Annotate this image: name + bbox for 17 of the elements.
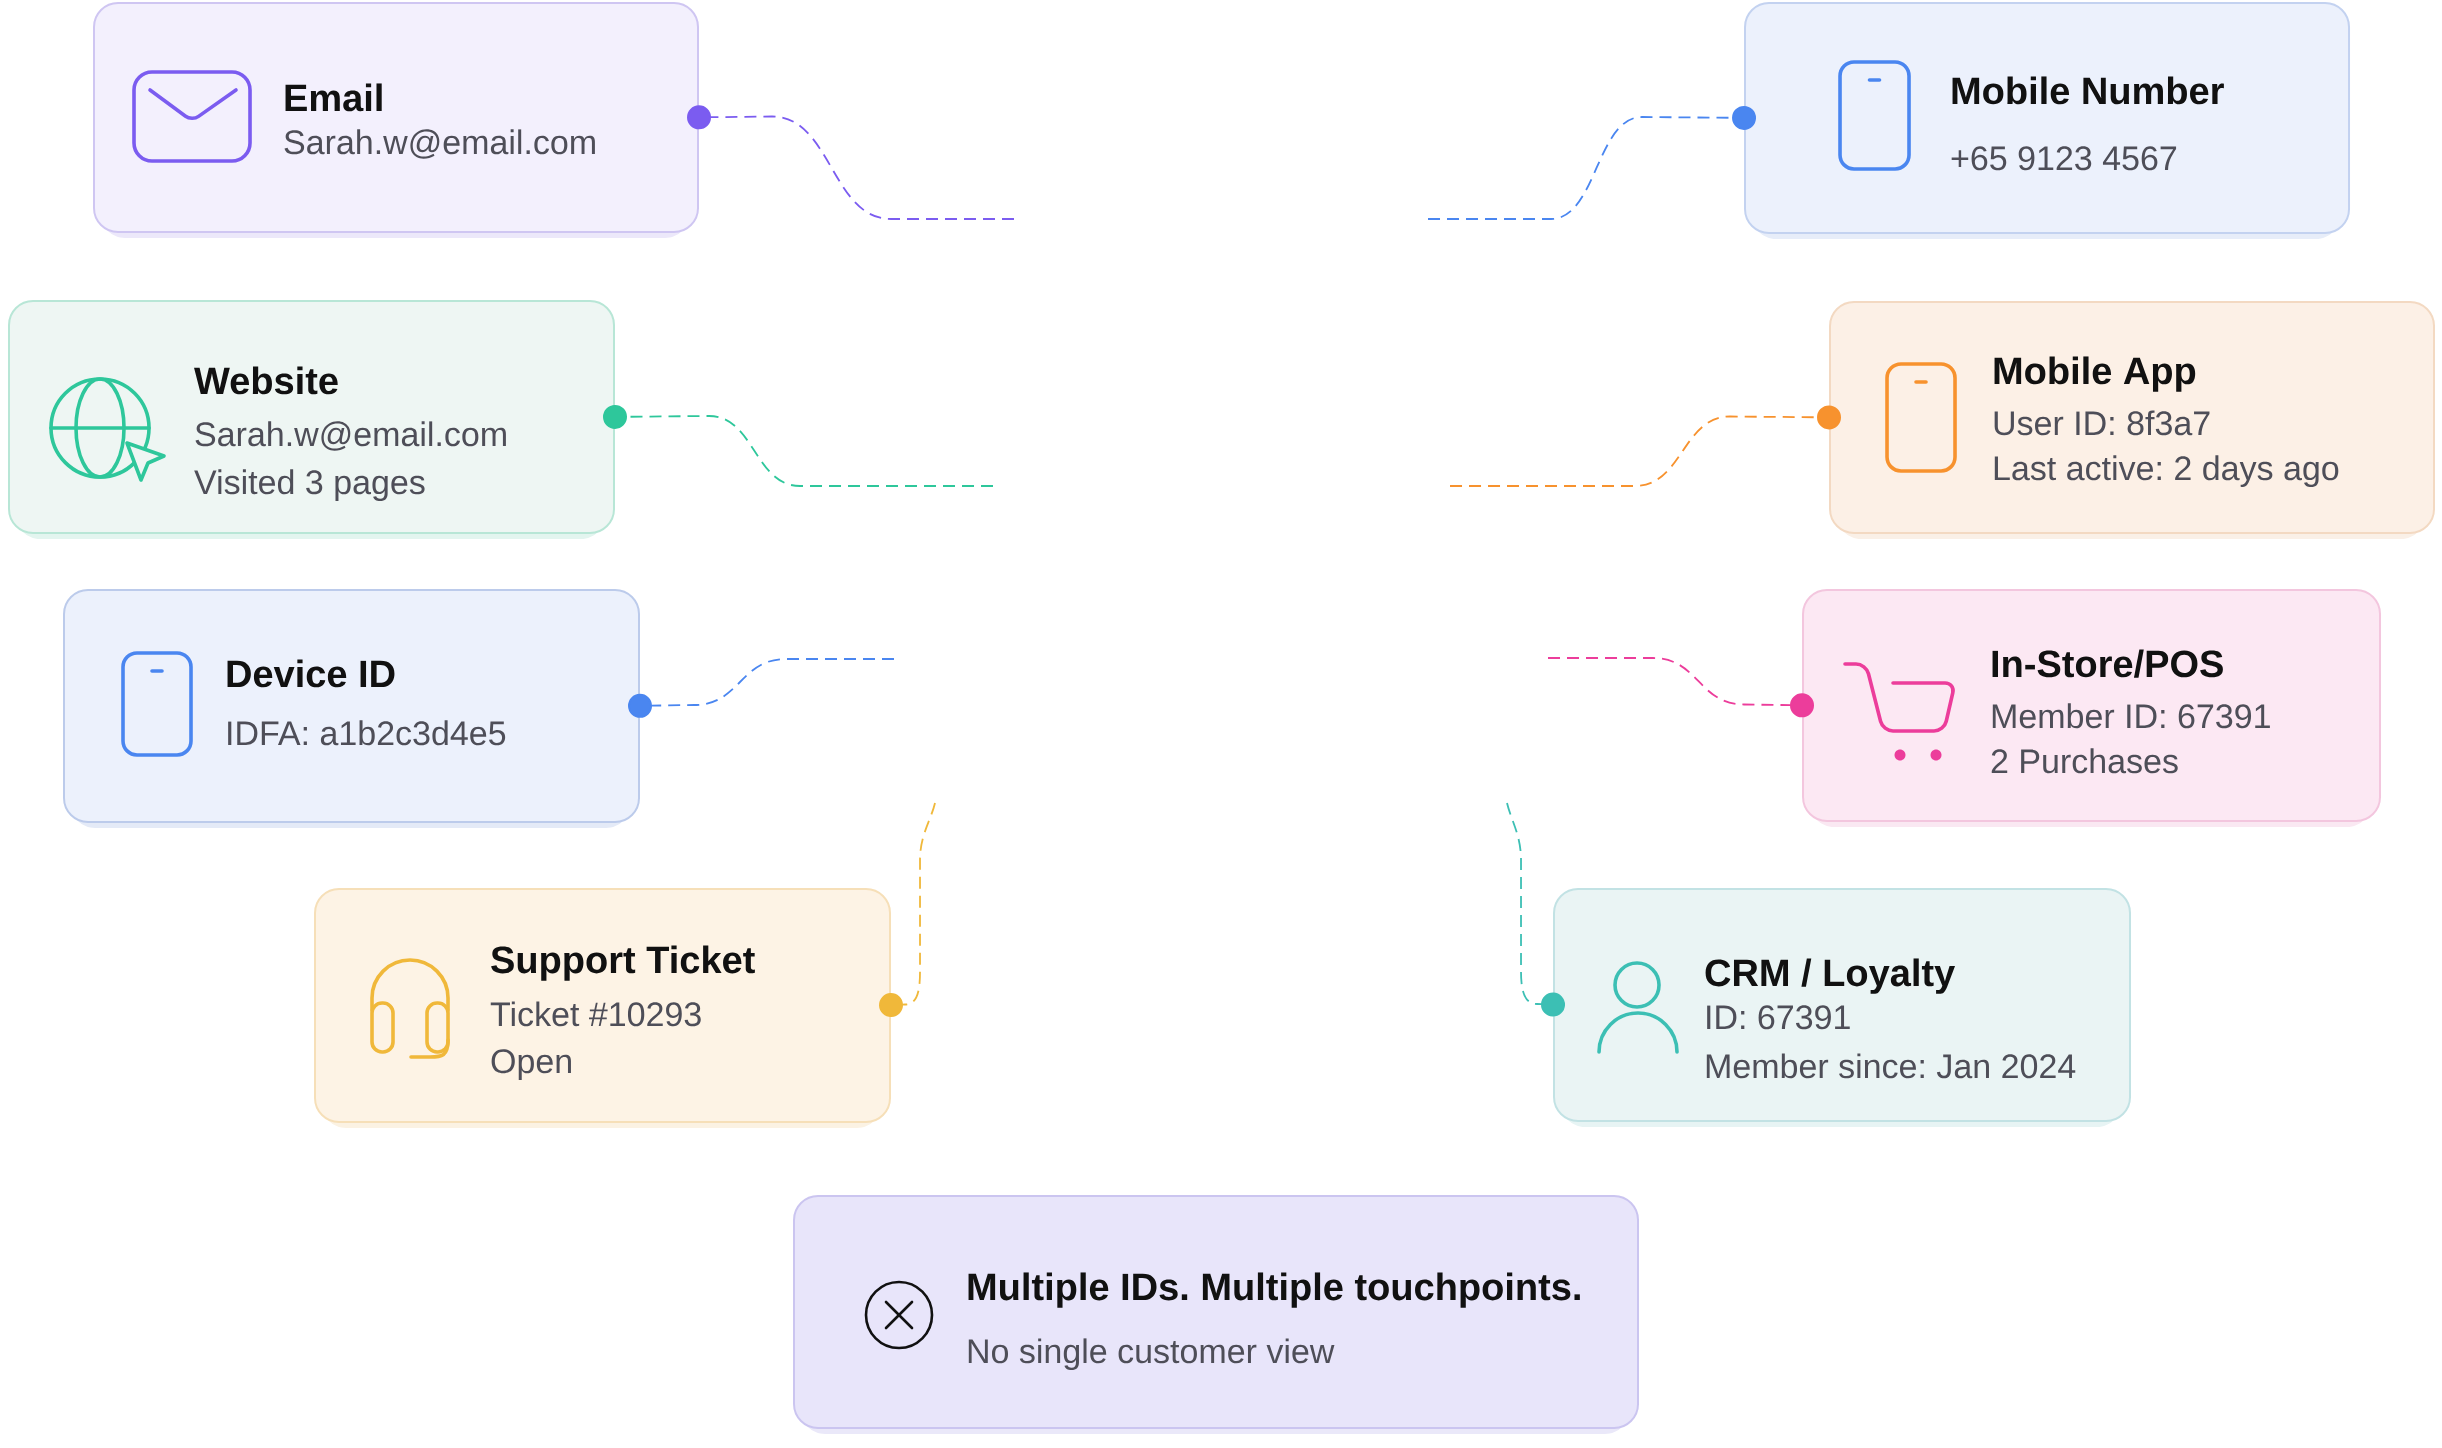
info-card: CRM / Loyalty ID: 67391 Member since: Jan 2024 [1553,888,2131,1127]
info-card: Device ID IDFA: a1b2c3d4e5 [63,589,640,828]
connector-line [1427,105,1756,220]
summary-card: Multiple IDs. Multiple touchpoints. No single customer view [793,1195,1639,1434]
connector-line [1547,657,1814,718]
info-card: Mobile App User ID: 8f3a7 Last active: 2 days ago [1829,301,2435,539]
connector-line [1449,405,1841,487]
info-card: Mobile Number +65 9123 4567 [1744,2,2350,239]
info-card: Email Sarah.w@email.com [93,2,699,238]
info-card: In-Store/POS Member ID: 67391 2 Purchases [1802,589,2381,827]
connector-line [1506,802,1565,1017]
info-card: Support Ticket Ticket #10293 Open [314,888,891,1128]
connector-line [879,802,936,1018]
connector-line [628,658,895,718]
connector-line [603,404,994,487]
info-card: Website Sarah.w@email.com Visited 3 pages [8,300,615,539]
connector-line [687,105,1015,220]
